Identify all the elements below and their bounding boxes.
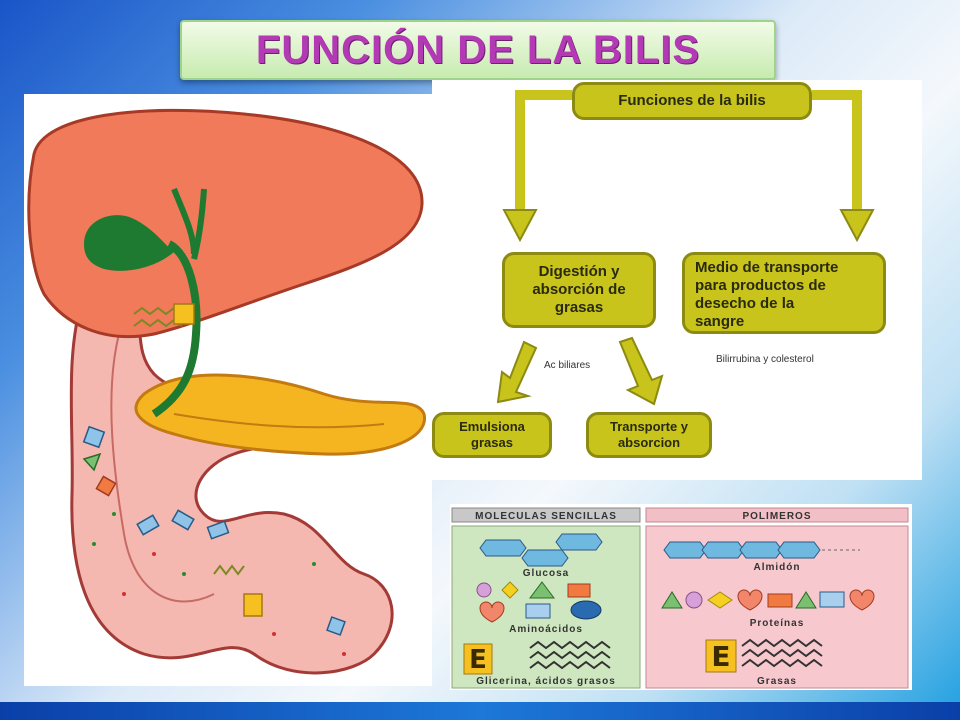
flowchart-arrows xyxy=(496,90,875,406)
flow-root-box: Funciones de la bilis xyxy=(572,82,812,120)
molecules-left-header: MOLECULAS SENCILLAS xyxy=(475,511,617,522)
bottom-bar xyxy=(0,702,960,720)
glycerol-letter: E xyxy=(469,645,487,675)
flow-right-line-4: sangre xyxy=(695,313,745,330)
flow-right-line-1: Medio de transporte xyxy=(695,259,839,276)
flow-root-label: Funciones de la bilis xyxy=(618,92,766,109)
flow-leaf-left-label: Emulsiona grasas xyxy=(459,419,525,450)
flow-right-line-3: desecho de la xyxy=(695,295,795,312)
pancreas-shape xyxy=(134,373,426,456)
intestine-inner xyxy=(110,333,215,603)
digestive-illustration xyxy=(27,108,426,675)
flow-left-note: Ac biliares xyxy=(544,360,591,371)
molecule-label-aminoacids: Aminoácidos xyxy=(509,624,583,635)
molecule-label-starch: Almidón xyxy=(754,562,801,573)
liver-shape xyxy=(27,108,424,339)
molecule-label-glucose: Glucosa xyxy=(523,568,569,579)
flow-leaf-left-box: Emulsiona grasas xyxy=(432,412,552,458)
flowchart-panel: Funciones de la bilis Digestión y absorc… xyxy=(432,80,922,480)
molecule-label-fats: Glicerina, ácidos grasos xyxy=(476,676,616,687)
title-banner: FUNCIÓN DE LA BILIS xyxy=(180,20,776,80)
fat-letter: E xyxy=(711,640,730,673)
bile-duct xyxy=(151,240,201,418)
flow-leaf-right-box: Transporte y absorcion xyxy=(586,412,712,458)
flow-right-line-2: para productos de xyxy=(695,277,826,294)
flow-left-box: Digestión y absorción de grasas xyxy=(502,252,656,328)
flow-right-note: Bilirrubina y colesterol xyxy=(716,354,814,365)
molecules-right-header: POLIMEROS xyxy=(742,511,811,522)
flow-leaf-right-label: Transporte y absorcion xyxy=(609,419,689,450)
gallbladder-shape xyxy=(84,215,174,271)
flow-right-box: Medio de transporte para productos de de… xyxy=(682,252,886,334)
molecule-label-proteins: Proteínas xyxy=(750,618,805,629)
flow-left-label: Digestión y absorción de grasas xyxy=(532,263,626,316)
intestine-shape xyxy=(69,292,394,675)
molecules-illustration: MOLECULAS SENCILLAS POLIMEROS Glucosa Am… xyxy=(451,507,909,689)
page-title: FUNCIÓN DE LA BILIS xyxy=(255,27,701,72)
anatomy-panel xyxy=(24,94,432,686)
molecules-panel: MOLECULAS SENCILLAS POLIMEROS Glucosa Am… xyxy=(450,504,912,690)
molecule-label-grasas: Grasas xyxy=(757,676,797,687)
